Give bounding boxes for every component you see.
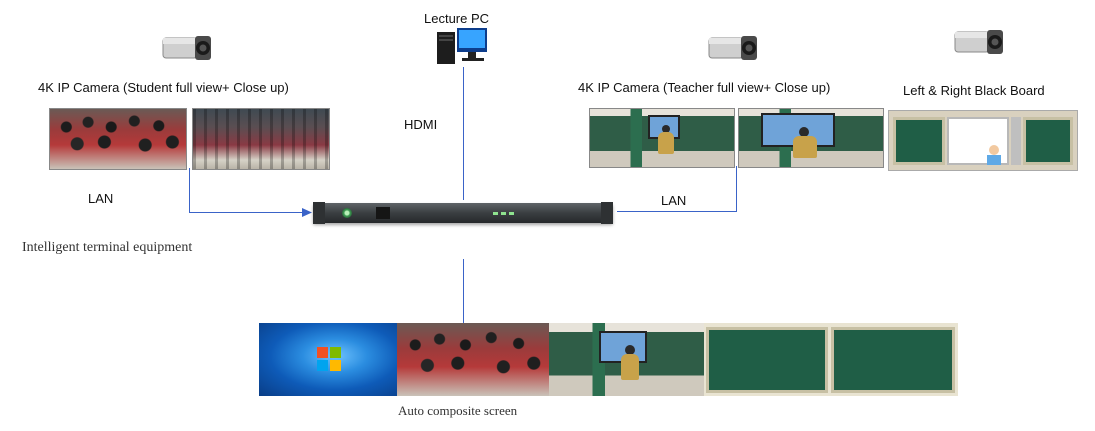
camera-icon	[954, 30, 1003, 54]
student-fullview-photo	[192, 108, 330, 170]
composite-desktop-panel	[259, 323, 397, 396]
teacher-fullview-photo	[589, 108, 735, 168]
student-camera-label: 4K IP Camera (Student full view+ Close u…	[38, 80, 289, 95]
windows-logo-icon	[317, 347, 341, 371]
lan-right-label: LAN	[661, 193, 687, 208]
terminal-device	[313, 202, 613, 224]
lan-right-horizontal-line	[617, 211, 737, 212]
composite-blackboard-panel	[704, 323, 958, 396]
status-led-icon	[493, 212, 515, 215]
composite-student-panel	[397, 323, 549, 396]
hdmi-line	[463, 67, 464, 200]
lan-left-horizontal-line	[189, 212, 304, 213]
teacher-closeup-photo	[738, 108, 884, 168]
output-line	[463, 259, 464, 323]
hdmi-label: HDMI	[404, 117, 438, 132]
teacher-camera-label: 4K IP Camera (Teacher full view+ Close u…	[578, 80, 831, 95]
lan-left-arrow-icon	[302, 208, 312, 217]
lan-right-vertical-line	[736, 166, 737, 212]
terminal-label: Intelligent terminal equipment	[22, 240, 193, 255]
lan-left-label: LAN	[88, 191, 114, 206]
camera-icon	[708, 36, 757, 60]
camera-icon	[162, 36, 211, 60]
composite-teacher-panel	[549, 323, 704, 396]
lecture-pc-label: Lecture PC	[424, 11, 490, 26]
lan-left-vertical-line	[189, 168, 190, 213]
student-closeup-photo	[49, 108, 187, 170]
blackboard-camera-label: Left & Right Black Board	[903, 83, 1045, 98]
desktop-pc-icon	[437, 28, 487, 64]
power-button-icon	[342, 208, 352, 218]
composite-label: Auto composite screen	[398, 403, 518, 418]
blackboard-photo	[888, 110, 1078, 171]
